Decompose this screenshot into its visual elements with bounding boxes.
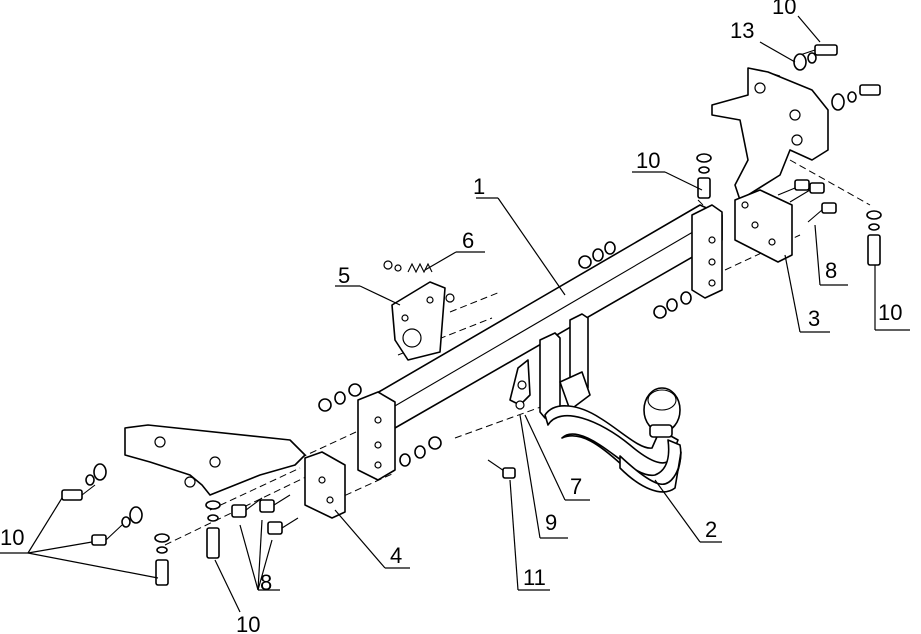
label-right-bracket: 3: [808, 306, 820, 331]
label-mid-bolt: 10: [636, 148, 660, 173]
label-right-bolts: 8: [825, 258, 837, 283]
label-right-vertical-bolt: 10: [878, 300, 902, 325]
label-left-bolts: 8: [260, 570, 272, 595]
label-top-right-bolt: 10: [772, 0, 796, 19]
label-hitch-bolt: 11: [523, 565, 546, 590]
fasteners: [61, 44, 882, 586]
left-bracket: [124, 424, 346, 519]
label-socket-plate: 5: [338, 263, 350, 288]
label-main-bar: 1: [473, 174, 485, 199]
label-socket-spring: 6: [462, 228, 474, 253]
main-bar: [357, 204, 723, 481]
socket-spring: [383, 260, 455, 303]
label-ball-arm: 2: [705, 517, 717, 542]
part-labels: 1 2 3 4 5 6 7 9 11 13 8 8 10 10 10 10 10: [0, 0, 902, 634]
ball-arm: [544, 387, 682, 493]
leader-lines: [0, 15, 910, 613]
label-arm-plate: 9: [545, 510, 557, 535]
label-right-washer: 13: [730, 18, 754, 43]
right-bracket: [711, 67, 829, 263]
label-bottom-bolt: 10: [236, 612, 260, 634]
label-left-bracket: 4: [390, 543, 402, 568]
socket-plate: [391, 281, 446, 361]
label-left-bolts-group: 10: [0, 525, 24, 550]
label-arm-mount: 7: [570, 474, 582, 499]
